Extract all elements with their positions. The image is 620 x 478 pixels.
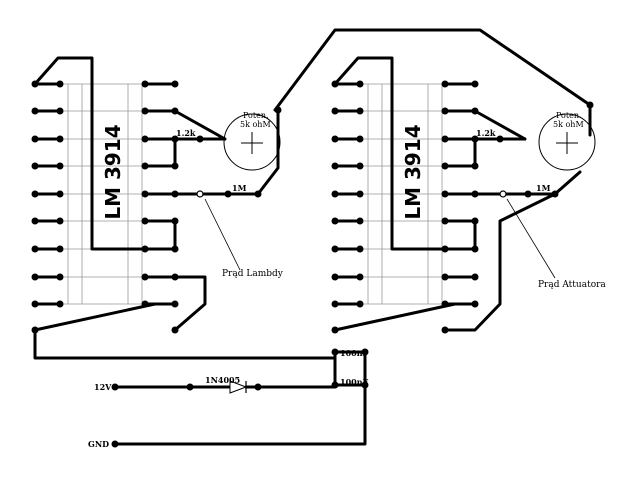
ic-right-left-pins [333,82,362,306]
ic-left-pot-label-2: 5k ohM [240,120,271,129]
ic-right-traces [333,56,557,332]
ic-right-potentiometer: Poten. 5k ohM [538,111,596,171]
ic-right-pot-label-1: Poten. [556,111,582,120]
interconnect-pads [31,101,594,448]
ic-right-resistor-label: 1.2k [476,128,496,138]
ic-left-signal-leader [204,198,241,271]
ic-left-left-pins [33,82,62,306]
capacitor-2-label: 100nF [340,377,369,387]
ic-left-resistor-high-label: 1M [232,183,247,193]
ic-right: LM 3914 [331,80,479,308]
ic-left-resistor-1m: 1M [196,183,262,198]
ic-left-resistor-1k2: 1.2k [176,128,226,143]
ic-left-label: LM 3914 [101,124,125,219]
ic-right-resistor-1k2: 1.2k [476,128,526,143]
ic-right-label: LM 3914 [401,124,425,219]
ic-left-potentiometer: Poten. 5k ohM [223,111,281,171]
supply-gnd-label: GND [88,439,109,449]
ic-right-pot-label-2: 5k ohM [553,120,584,129]
ic-left-pot-label-1: Poten. [243,111,269,120]
diode-label: 1N4005 [205,375,240,385]
ic-right-signal-label: Prąd Attuatora [538,280,606,290]
ic-left-traces [33,56,227,332]
ic-right-resistor-1m: 1M [499,183,559,198]
supply-12v-label: 12V [94,382,112,392]
ic-right-resistor-high-label: 1M [536,183,551,193]
ic-left-resistor-label: 1.2k [176,128,196,138]
ic-right-signal-leader [506,198,556,279]
diode-1n4005: 1N4005 [205,375,248,394]
ic-left-signal-label: Prąd Lambdy [222,269,284,279]
ic-right-left-pads [331,80,364,308]
capacitor-1-label: 100nF [340,348,369,358]
interconnect-traces [33,28,592,446]
